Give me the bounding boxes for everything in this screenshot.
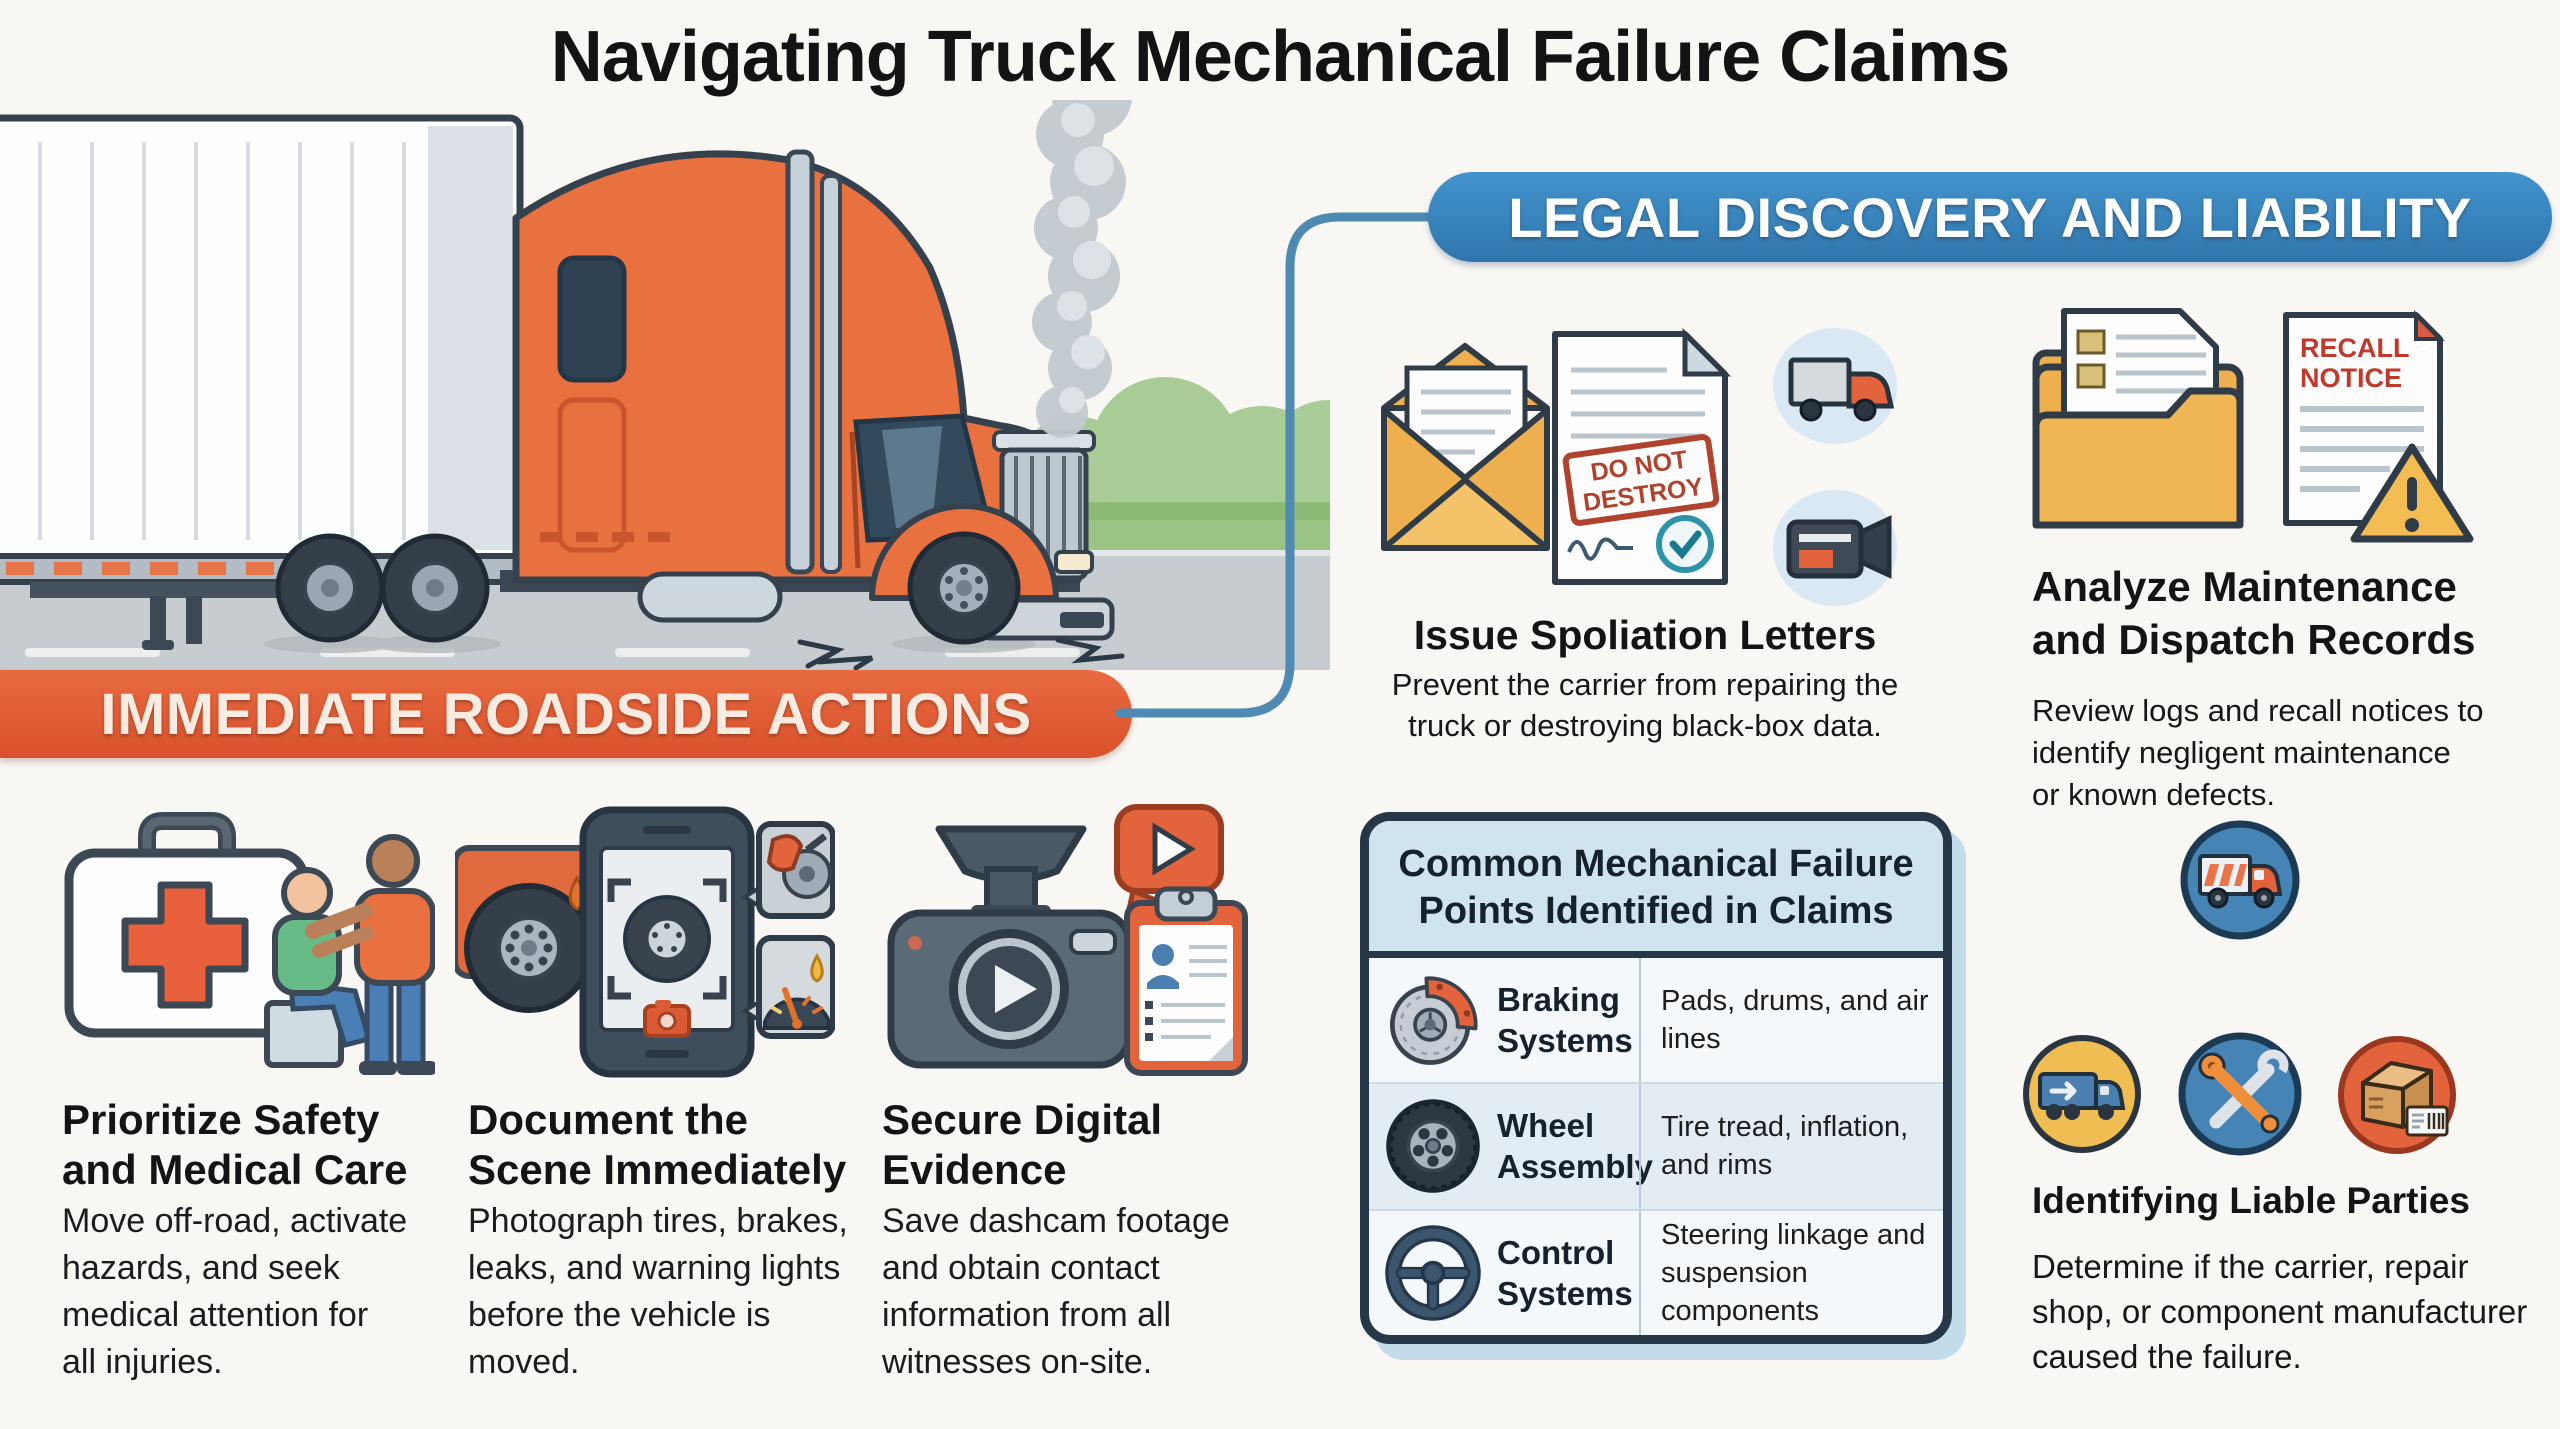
liable-body: Determine if the carrier, repair shop, o… (2032, 1248, 2528, 1375)
trailer-wheels (275, 533, 490, 643)
table-row-detail: Steering linkage and suspension componen… (1639, 1210, 1943, 1335)
records-icons: RECALL NOTICE (2032, 308, 2474, 543)
signature-icon (1567, 537, 1633, 561)
step-body: Save dashcam footage and obtain contact … (882, 1202, 1230, 1381)
table-row-detail: Pads, drums, and air lines (1639, 958, 1943, 1083)
roadside-banner: IMMEDIATE ROADSIDE ACTIONS (0, 670, 1132, 758)
front-wheel (907, 531, 1021, 645)
black-box-camera-icon (1773, 490, 1897, 606)
smoke-icon (1032, 100, 1132, 438)
spoliation-icons: DO NOT DESTROY (1381, 327, 1897, 606)
table-row-label: Braking Systems (1497, 981, 1633, 1060)
recall-notice-icon: RECALL NOTICE (2283, 310, 2474, 543)
manufacturer-party-icon (2338, 1036, 2456, 1154)
failure-points-table: Common Mechanical Failure Points Identif… (1360, 812, 1952, 1344)
spoliation-body: Prevent the carrier from repairing the t… (1391, 667, 1899, 743)
play-icon (995, 965, 1037, 1013)
table-row-label: Wheel Assembly (1497, 1107, 1653, 1186)
brake-disc-icon (1389, 976, 1478, 1066)
liable-heading: Identifying Liable Parties (2032, 1180, 2470, 1221)
legal-banner-label: LEGAL DISCOVERY AND LIABILITY (1508, 185, 2472, 249)
spoliation-letter-icon: DO NOT DESTROY (1552, 327, 1732, 585)
trailer (0, 114, 524, 650)
table-title: Common Mechanical Failure Points Identif… (1369, 821, 1943, 958)
truck-breakdown-illustration (0, 100, 1330, 670)
phone-photo-scene-icon (455, 806, 835, 1078)
legal-banner: LEGAL DISCOVERY AND LIABILITY (1428, 172, 2552, 262)
section-connector-line (1115, 212, 1440, 718)
step-heading: Document the Scene Immediately (468, 1096, 847, 1193)
tractor-cab (500, 149, 1115, 645)
dashcam-scene-icon (887, 804, 1248, 1076)
table-row: Wheel Assembly Tire tread, inflation, an… (1369, 1082, 1943, 1209)
tire-icon (1386, 1099, 1480, 1194)
check-seal-icon (1656, 515, 1714, 573)
road-cracks (797, 637, 1125, 670)
step-heading: Secure Digital Evidence (882, 1096, 1163, 1193)
viewfinder-brackets-icon (607, 878, 727, 1000)
steering-wheel-icon (1385, 1225, 1481, 1321)
table-row-label: Control Systems (1497, 1233, 1633, 1312)
svg-text:NOTICE: NOTICE (2300, 363, 2402, 393)
roadside-banner-label: IMMEDIATE ROADSIDE ACTIONS (100, 681, 1032, 747)
step-heading: Prioritize Safety and Medical Care (62, 1096, 408, 1193)
records-heading: Analyze Maintenance and Dispatch Records (2032, 563, 2476, 663)
carrier-truck-circle-icon (2180, 820, 2300, 940)
svg-text:RECALL: RECALL (2300, 333, 2410, 363)
red-cross-icon (121, 881, 249, 1009)
table-row-detail: Tire tread, inflation, and rims (1639, 1084, 1943, 1209)
step-body: Photograph tires, brakes, leaks, and war… (468, 1202, 848, 1381)
records-folder-icon (2032, 308, 2244, 529)
carrier-party-icon (2023, 1035, 2141, 1153)
page-title: Navigating Truck Mechanical Failure Clai… (550, 17, 2011, 97)
first-aid-scene-icon (64, 812, 435, 1075)
records-body: Review logs and recall notices to identi… (2032, 693, 2484, 812)
table-row: Control Systems Steering linkage and sus… (1369, 1208, 1943, 1335)
spoliation-heading: Issue Spoliation Letters (1413, 612, 1877, 658)
truck-badge-icon (1773, 328, 1897, 444)
step-body: Move off-road, activate hazards, and see… (62, 1202, 408, 1381)
repair-shop-party-icon (2178, 1032, 2302, 1156)
envelope-icon (1381, 343, 1550, 551)
table-row: Braking Systems Pads, drums, and air lin… (1369, 958, 1943, 1083)
